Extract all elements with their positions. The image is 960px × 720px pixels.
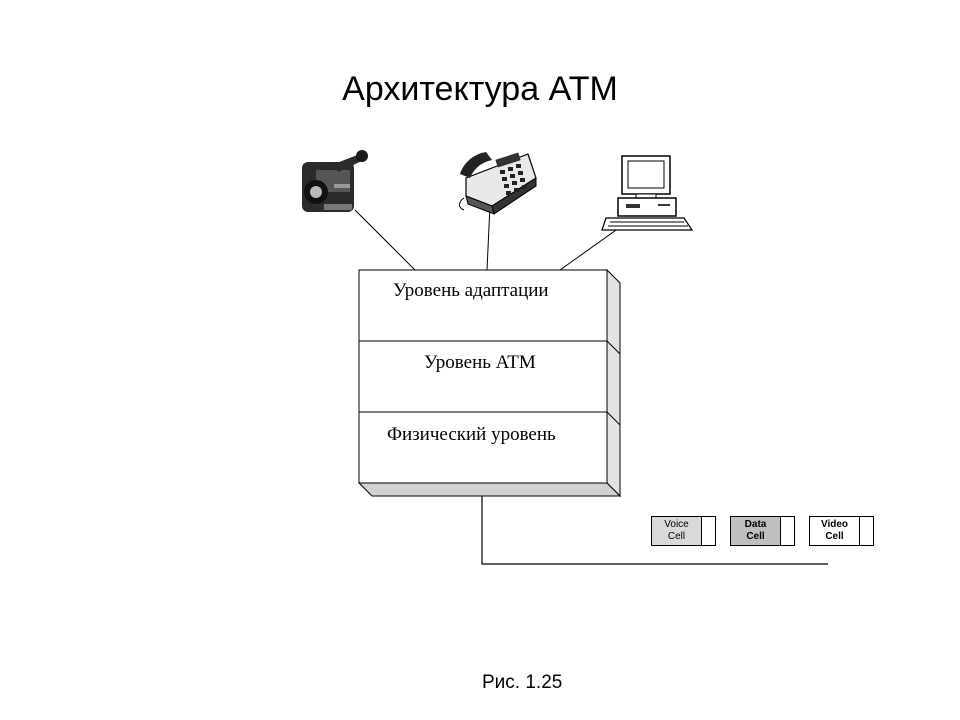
video-cell-payload: Video Cell: [810, 517, 860, 545]
voice-cell-line1: Voice: [664, 519, 689, 530]
stack-layer-box-physical: [358, 411, 608, 484]
stack-side-divider-2: [606, 411, 621, 426]
video-cell-line1: Video: [820, 519, 849, 530]
video-cell: Video Cell: [809, 516, 874, 546]
layer-label-atm: Уровень ATM: [424, 352, 536, 373]
data-cell-line2: Cell: [746, 531, 765, 542]
figure-caption: Рис. 1.25: [482, 672, 563, 693]
voice-cell-payload: Voice Cell: [652, 517, 702, 545]
physical-medium-line: [481, 496, 828, 565]
video-camera-icon: [302, 150, 368, 212]
page-title: Архитектура ATM: [342, 70, 618, 108]
computer-icon: [601, 155, 694, 231]
layer-label-physical: Физический уровень: [387, 424, 556, 445]
stack-layer-box-atm: [358, 340, 608, 413]
protocol-stack: [357, 268, 622, 498]
data-cell-payload: Data Cell: [731, 517, 781, 545]
stack-side-divider-1: [606, 340, 621, 355]
video-cell-line2: Cell: [825, 531, 844, 542]
stack-bottom-face: [357, 482, 622, 497]
stack-side-face: [606, 268, 621, 498]
stack-layer-box-adaptation: [358, 269, 608, 342]
connector-camera: [354, 209, 416, 271]
voice-cell-line2: Cell: [667, 531, 686, 542]
voice-cell: Voice Cell: [651, 516, 716, 546]
connector-phone: [486, 204, 491, 271]
layer-label-adaptation: Уровень адаптации: [393, 280, 549, 301]
telephone-icon: [459, 152, 537, 215]
data-cell: Data Cell: [730, 516, 795, 546]
data-cell-line1: Data: [744, 519, 767, 530]
